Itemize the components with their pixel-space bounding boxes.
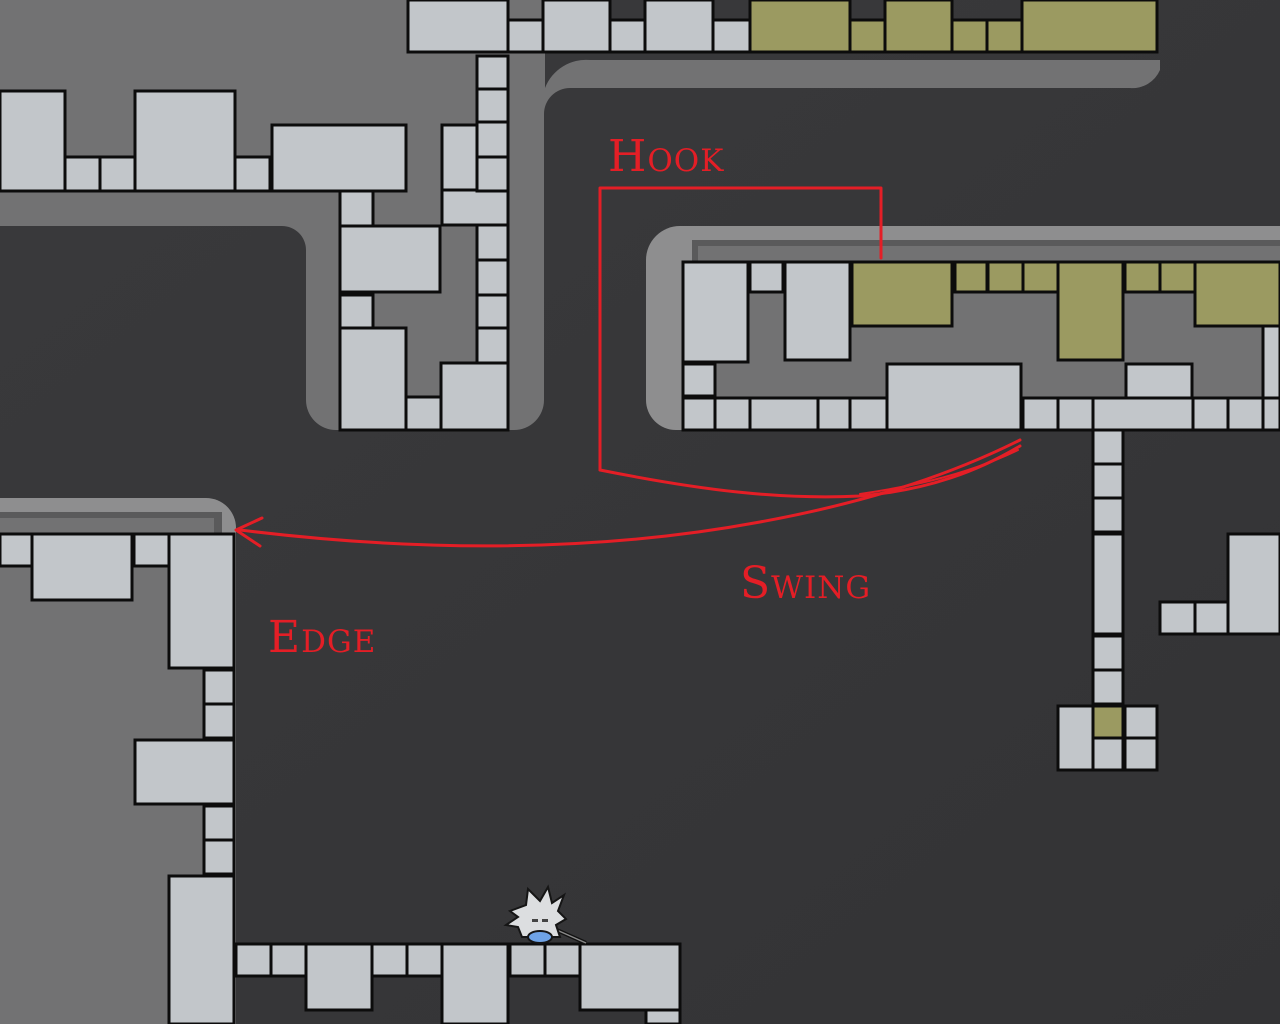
edge-label: Edge: [268, 612, 376, 663]
hook-label: Hook: [608, 131, 724, 182]
swing-arc-thickness: [859, 449, 1019, 495]
arrow-head-icon: [234, 516, 264, 548]
swing-label: Swing: [740, 558, 871, 609]
wall-structure-right-edge: [1158, 532, 1280, 636]
hook-line: [598, 186, 883, 472]
player-character-icon: [503, 884, 587, 945]
wall-structure-hook-ledge: [646, 226, 1280, 432]
wall-structure-top-left: [0, 0, 1160, 432]
annotation-layer: [234, 186, 1022, 548]
hook-swing-curve: [598, 444, 1022, 499]
wall-structure-edge-platform: [0, 498, 682, 1024]
hanging-pillar: [1056, 428, 1159, 772]
swing-arc: [238, 438, 1022, 548]
